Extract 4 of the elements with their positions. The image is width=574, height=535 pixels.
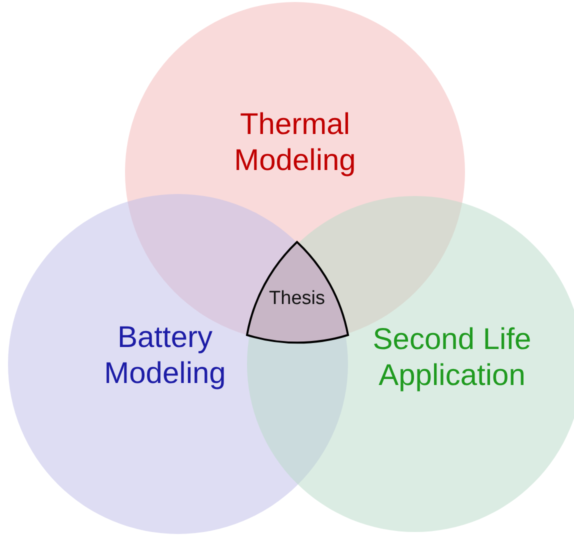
circle-label: Second Life Application <box>372 322 532 394</box>
intersection-label: Thesis <box>268 288 326 310</box>
circle-label: Thermal Modeling <box>233 107 357 179</box>
circle-label: Battery Modeling <box>103 320 227 392</box>
